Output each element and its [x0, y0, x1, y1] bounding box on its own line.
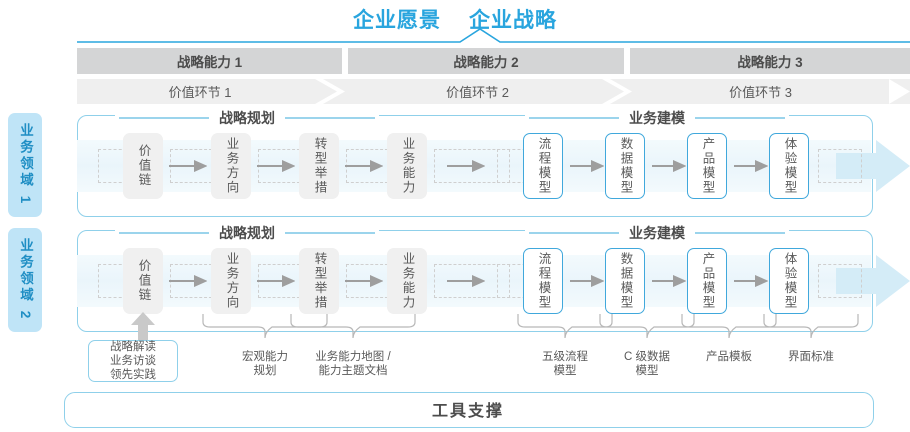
tool-label-line-1: C 级数据: [624, 351, 670, 363]
arrow-r1-3: [345, 160, 383, 172]
node-label: 体验模型: [782, 252, 797, 310]
node-label: 价值链: [136, 144, 151, 188]
node-label: 体验模型: [782, 137, 797, 195]
value-stage-3[interactable]: 价值环节 3: [729, 85, 792, 100]
planning-title-2: 战略规划: [219, 225, 275, 241]
tool-support-container: [64, 392, 874, 428]
dashed-segment-r2-g: [818, 264, 862, 298]
capability-cell-2[interactable]: 战略能力 2: [348, 48, 624, 74]
arrow-r1-4: [447, 160, 485, 172]
tool-label-line-1: 宏观能力: [242, 351, 288, 363]
section-header-planning-2: 战略规划: [115, 223, 379, 243]
arrow-r2-5: [570, 275, 604, 287]
dashed-segment-r2-e: [434, 264, 510, 298]
value-stage-bar: 价值环节 1 价值环节 2 价值环节 3: [77, 79, 910, 104]
node-transformation-r1[interactable]: 转型举措: [299, 133, 339, 199]
node-label: 业务方向: [224, 252, 239, 310]
arrow-r2-1: [169, 275, 207, 287]
dashed-segment-r1-e: [434, 149, 510, 183]
sidebar-item-domain-1[interactable]: 业务领域 1: [8, 113, 42, 217]
tool-label-capability-map[interactable]: 业务能力地图 / 能力主题文档: [293, 350, 413, 378]
arrow-r1-2: [257, 160, 295, 172]
tool-label-line-2: 模型: [635, 365, 659, 377]
node-label: 数据模型: [618, 252, 633, 310]
planning-title-1: 战略规划: [219, 110, 275, 126]
node-label: 价值链: [136, 259, 151, 303]
node-transformation-r2[interactable]: 转型举措: [299, 248, 339, 314]
section-header-modeling-2: 业务建模: [525, 223, 789, 243]
node-business-capability-r2[interactable]: 业务能力: [387, 248, 427, 314]
node-experience-model-r1[interactable]: 体验模型: [769, 133, 809, 199]
arrow-r1-1: [169, 160, 207, 172]
flow-arrow-right-row-1: [836, 140, 910, 192]
node-business-direction-r2[interactable]: 业务方向: [211, 248, 251, 314]
bracket-capability-map: [290, 314, 416, 338]
bracket-ui-standard: [763, 314, 859, 338]
node-business-capability-r1[interactable]: 业务能力: [387, 133, 427, 199]
tool-label-macro-capability[interactable]: 宏观能力 规划: [205, 350, 325, 378]
node-product-model-r1[interactable]: 产品模型: [687, 133, 727, 199]
tool-label-line-2: 能力主题文档: [318, 365, 388, 377]
node-label: 数据模型: [618, 137, 633, 195]
strategic-capability-bar: 战略能力 1 战略能力 2 战略能力 3: [77, 48, 910, 74]
node-process-model-r1[interactable]: 流程模型: [523, 133, 563, 199]
domain-2-label: 业务领域 2: [18, 238, 33, 322]
modeling-title-2: 业务建模: [629, 225, 685, 241]
arrow-r1-7: [734, 160, 768, 172]
node-label: 业务能力: [400, 137, 415, 195]
tool-label-product-template[interactable]: 产品模板: [679, 350, 779, 364]
node-label: 转型举措: [312, 252, 327, 310]
arrow-r2-2: [257, 275, 295, 287]
tool-support-title: 工具支撑: [431, 403, 504, 420]
node-label: 业务方向: [224, 137, 239, 195]
node-label: 产品模型: [700, 137, 715, 195]
tool-label-line-1: 业务能力地图 /: [315, 351, 391, 363]
node-value-chain-r1[interactable]: 价值链: [123, 133, 163, 199]
domain-1-label: 业务领域 1: [18, 123, 33, 207]
node-business-direction-r1[interactable]: 业务方向: [211, 133, 251, 199]
tool-box-line-2: 业务访谈: [110, 355, 156, 367]
node-data-model-r1[interactable]: 数据模型: [605, 133, 645, 199]
arrow-r2-4: [447, 275, 485, 287]
section-header-modeling-1: 业务建模: [525, 108, 789, 128]
capability-cell-3[interactable]: 战略能力 3: [630, 48, 910, 74]
node-product-model-r2[interactable]: 产品模型: [687, 248, 727, 314]
node-value-chain-r2[interactable]: 价值链: [123, 248, 163, 314]
node-label: 业务能力: [400, 252, 415, 310]
strategy-connector-line: [77, 28, 910, 43]
node-process-model-r2[interactable]: 流程模型: [523, 248, 563, 314]
node-label: 转型举措: [312, 137, 327, 195]
tool-box-line-1: 战略解读: [110, 341, 156, 353]
node-experience-model-r2[interactable]: 体验模型: [769, 248, 809, 314]
node-label: 流程模型: [536, 137, 551, 195]
node-data-model-r2[interactable]: 数据模型: [605, 248, 645, 314]
tool-label-line-1: 界面标准: [788, 351, 834, 363]
arrow-r2-6: [652, 275, 686, 287]
flow-arrow-right-row-2: [836, 255, 910, 307]
section-header-planning-1: 战略规划: [115, 108, 379, 128]
value-stage-2[interactable]: 价值环节 2: [446, 85, 509, 100]
arrow-r2-3: [345, 275, 383, 287]
node-label: 产品模型: [700, 252, 715, 310]
arrow-up-strategy-interpretation: [131, 312, 155, 342]
capability-cell-1[interactable]: 战略能力 1: [77, 48, 342, 74]
sidebar-item-domain-2[interactable]: 业务领域 2: [8, 228, 42, 332]
tool-label-process-model[interactable]: 五级流程 模型: [515, 350, 615, 378]
modeling-title-1: 业务建模: [629, 110, 685, 126]
dashed-segment-r1-g: [818, 149, 862, 183]
tool-box-line-3: 领先实践: [110, 369, 156, 381]
tool-label-ui-standard[interactable]: 界面标准: [761, 350, 861, 364]
tool-label-line-1: 五级流程: [542, 351, 588, 363]
tool-box-strategy-interpretation[interactable]: 战略解读 业务访谈 领先实践: [88, 340, 178, 382]
arrow-r1-5: [570, 160, 604, 172]
tool-label-line-2: 模型: [553, 365, 577, 377]
value-stage-1[interactable]: 价值环节 1: [168, 85, 232, 100]
node-label: 流程模型: [536, 252, 551, 310]
arrow-r2-7: [734, 275, 768, 287]
tool-label-line-2: 规划: [253, 365, 277, 377]
arrow-r1-6: [652, 160, 686, 172]
tool-label-line-1: 产品模板: [706, 351, 752, 363]
tool-label-data-model[interactable]: C 级数据 模型: [597, 350, 697, 378]
